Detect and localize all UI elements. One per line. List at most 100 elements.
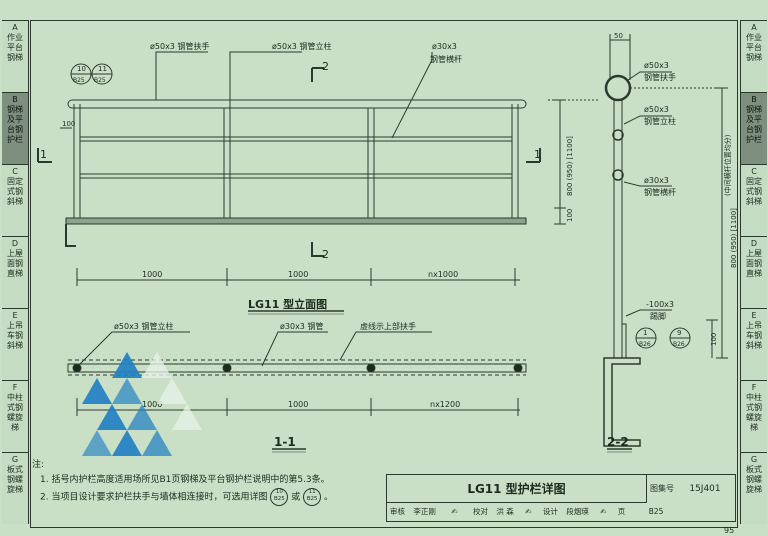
dimension-span: nx1200	[430, 400, 460, 409]
dimension: 50	[614, 32, 623, 40]
section-rail-label: 钢管横杆	[644, 187, 676, 197]
dimension: 100	[710, 333, 718, 346]
plan-post	[222, 363, 232, 373]
person-name: 洪 森	[496, 507, 514, 516]
role-label: 审核	[390, 507, 405, 516]
note-line: 1. 括号内护栏高度适用场所见B1页钢梯及平台钢护栏说明中的第5.3条。	[40, 475, 330, 485]
signature-row: 审核 李正刚 ✍ 校对 洪 森 ✍ 设计 段烟瑛 ✍ 页 B25	[387, 503, 735, 521]
ref-circle-top: 11	[98, 65, 107, 73]
signature: ✍	[600, 507, 607, 516]
title-block: LG11 型护栏详图 图集号 15J401 审核 李正刚 ✍ 校对 洪 森 ✍ …	[386, 474, 736, 522]
sheet-page-number: 95	[724, 526, 735, 535]
section-title: 2-2	[607, 435, 629, 449]
ref-circle-top: 1	[643, 329, 647, 337]
section-handrail	[604, 74, 632, 102]
notes-block: 注: 1. 括号内护栏高度适用场所见B1页钢梯及平台钢护栏说明中的第5.3条。 …	[32, 458, 392, 506]
elevation-rail-label: 钢管横杆	[430, 54, 462, 64]
dimension-span: 1000	[142, 400, 162, 409]
ref-circle-bottom: B26	[639, 341, 651, 348]
section-mark: 2	[322, 248, 329, 261]
dimension: 100	[62, 120, 75, 128]
section-channel	[603, 357, 641, 447]
ref-circle-bottom: B25	[73, 77, 85, 84]
plan-post	[366, 363, 376, 373]
section-toe-plate	[621, 323, 627, 359]
role-label: 校对	[472, 507, 488, 516]
elevation-title: LG11 型立面图	[248, 297, 327, 311]
dimension-note: (中间横杆位置均分)	[723, 134, 732, 196]
elevation-handrail-label: ø50x3 钢管扶手	[150, 41, 209, 51]
drawing-frame	[30, 20, 738, 528]
ref-circle-bottom: B26	[673, 341, 685, 348]
signature: ✍	[525, 507, 532, 516]
drawing-title: LG11 型护栏详图	[387, 475, 647, 503]
role-label: 设计	[542, 507, 558, 516]
plan-post-label: ø50x3 钢管立柱	[114, 321, 173, 331]
dimension-span: 1000	[288, 400, 308, 409]
section-handrail-size: ø50x3	[644, 61, 669, 70]
dimension: 100	[566, 209, 574, 222]
plan-rail-label: ø30x3 钢管	[280, 321, 323, 331]
dimension-span: 1000	[142, 270, 162, 279]
ref-circle-top: 9	[677, 329, 681, 337]
plan-title: 1-1	[274, 435, 296, 449]
elevation-rail-size-label: ø30x3	[432, 42, 457, 51]
elevation-post-label: ø50x3 钢管立柱	[272, 41, 331, 51]
section-rail	[612, 169, 624, 181]
section-toe-size: -100x3	[646, 300, 674, 309]
watermark-logo	[82, 352, 202, 456]
plan-dashed-label: 虚线示上部扶手	[360, 321, 416, 331]
plan-post	[72, 363, 82, 373]
elevation-toe-plate	[65, 217, 527, 225]
ref-circle-bottom: B25	[94, 77, 106, 84]
section-post-size: ø50x3	[644, 105, 669, 114]
person-name: 李正刚	[413, 507, 436, 516]
page-number-cell: B25	[648, 507, 664, 516]
elevation-handrail	[67, 99, 527, 109]
ref-circle-top: 11	[308, 489, 316, 495]
ref-circle-top: 10	[275, 489, 283, 495]
note-text: 或	[291, 492, 301, 503]
section-mark: 2	[322, 60, 329, 73]
section-rail	[612, 129, 624, 141]
note-text: 2. 当项目设计要求护栏扶手与墙体相连接时，可选用详图	[40, 492, 268, 503]
elevation-channel	[65, 224, 76, 247]
section-toe-label: 踢脚	[650, 311, 666, 321]
notes-heading: 注:	[32, 460, 45, 470]
ref-circle-top: 10	[77, 65, 86, 73]
page-label: 页	[617, 507, 626, 516]
plan-rail	[67, 363, 527, 373]
section-post-label: 钢管立柱	[644, 116, 676, 126]
section-handrail-label: 钢管扶手	[644, 72, 676, 82]
signature: ✍	[451, 507, 458, 516]
dimension-height: 800 (950) [1100]	[566, 136, 574, 196]
dimension-span: nx1000	[428, 270, 458, 279]
atlas-number: 15J401	[689, 484, 721, 494]
ref-circle-bottom: B25	[273, 496, 285, 502]
ref-circle-bottom: B25	[306, 496, 318, 502]
note-text: 。	[323, 492, 333, 503]
person-name: 段烟瑛	[566, 507, 589, 516]
section-mark: 1	[534, 148, 541, 161]
